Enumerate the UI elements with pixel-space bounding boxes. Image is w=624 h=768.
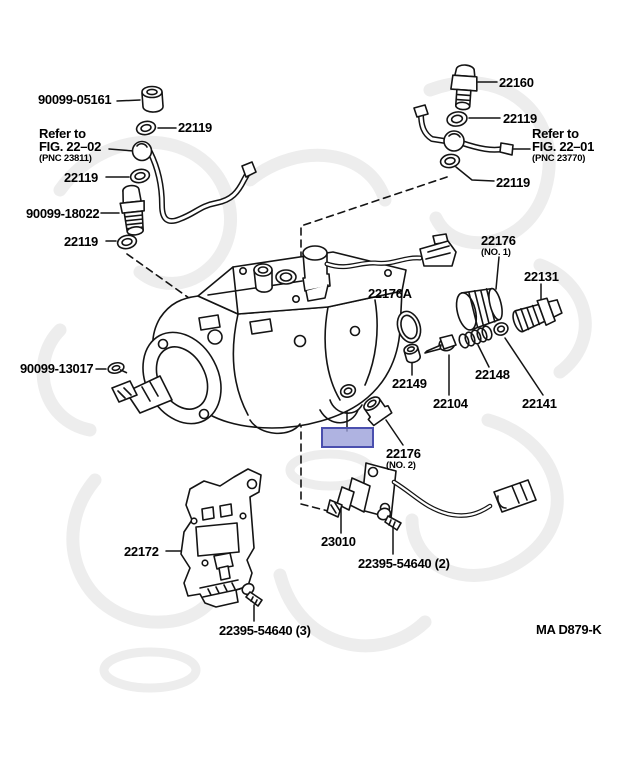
- reference-left-pnc: (PNC 23811): [39, 152, 92, 164]
- label-90099-18022[interactable]: 90099-18022: [26, 206, 100, 221]
- label-90099-05161[interactable]: 90099-05161: [38, 92, 112, 107]
- label-22395-54640-2[interactable]: 22395-54640 (2): [358, 556, 450, 571]
- label-22176-no2-sub: (NO. 2): [386, 460, 416, 472]
- label-22141[interactable]: 22141: [522, 396, 557, 411]
- bolt-22160-drawing: [450, 64, 478, 111]
- reference-left-line2: FIG. 22–02: [39, 139, 102, 155]
- part-22148-spring-drawing: [458, 325, 493, 349]
- label-22119-3[interactable]: 22119: [64, 234, 98, 249]
- washer-22119-5-drawing: [439, 153, 461, 169]
- label-22119-4[interactable]: 22119: [503, 111, 537, 126]
- bracket-22172-drawing: [180, 468, 262, 608]
- label-22176-no1[interactable]: 22176 (NO. 1): [481, 233, 516, 259]
- fuel-pipe-right-drawing: [413, 104, 514, 156]
- figure-code: MA D879-K: [536, 622, 602, 637]
- reference-right-line1: Refer to: [532, 126, 579, 141]
- label-22172[interactable]: 22172: [124, 544, 159, 559]
- label-22176-no2-number: 22176: [386, 446, 421, 461]
- label-22119-2[interactable]: 22119: [64, 170, 98, 185]
- label-22176a[interactable]: 22176A: [368, 286, 412, 301]
- key-90099-13017-drawing: [107, 361, 128, 375]
- background-watermark: [36, 76, 592, 693]
- reference-right-pnc: (PNC 23770): [532, 152, 586, 164]
- label-22119-1[interactable]: 22119: [178, 120, 212, 135]
- injection-pump-drawing: [111, 233, 457, 435]
- bolt-90099-18022-drawing: [119, 184, 145, 236]
- part-22131-drawing: [512, 297, 563, 333]
- part-23010-solenoid-drawing: [326, 462, 537, 519]
- reference-fig-22-02[interactable]: Refer to FIG. 22–02 (PNC 23811): [39, 127, 101, 164]
- washer-22119-1-drawing: [135, 120, 157, 136]
- reference-right-line2: FIG. 22–01: [532, 139, 595, 155]
- plug-90099-05161-drawing: [141, 85, 164, 113]
- reference-fig-22-01[interactable]: Refer to FIG. 22–01 (PNC 23770): [532, 127, 594, 164]
- bolt-22395-3-drawing: [241, 582, 263, 607]
- part-22176-no2-drawing: [363, 396, 393, 427]
- label-22395-54640-3[interactable]: 22395-54640 (3): [219, 623, 311, 638]
- part-22104-drawing: [424, 334, 457, 354]
- reference-left-line1: Refer to: [39, 126, 86, 141]
- oring-highlight-drawing: [339, 384, 357, 398]
- label-22119-5[interactable]: 22119: [496, 175, 530, 190]
- bolt-22395-2-drawing: [376, 507, 402, 531]
- label-22149[interactable]: 22149: [392, 376, 427, 391]
- part-22176a-oring-drawing: [396, 310, 422, 344]
- label-22176-no1-sub: (NO. 1): [481, 247, 511, 259]
- label-22160[interactable]: 22160: [499, 75, 534, 90]
- washer-22119-4-drawing: [446, 111, 468, 127]
- fuel-pipe-left-drawing: [131, 140, 257, 225]
- label-22176-no2[interactable]: 22176 (NO. 2): [386, 446, 421, 472]
- highlight-box: [321, 427, 374, 448]
- part-22149-drawing: [403, 343, 421, 364]
- washer-22119-2-drawing: [129, 168, 151, 184]
- label-23010[interactable]: 23010: [321, 534, 356, 549]
- part-22141-drawing: [493, 322, 509, 336]
- label-90099-13017[interactable]: 90099-13017: [20, 361, 94, 376]
- label-22148[interactable]: 22148: [475, 367, 510, 382]
- label-22176-no1-number: 22176: [481, 233, 516, 248]
- label-22104[interactable]: 22104: [433, 396, 468, 411]
- part-22176-no1-drawing: [455, 287, 503, 331]
- label-22131[interactable]: 22131: [524, 269, 559, 284]
- washer-22119-3-drawing: [116, 234, 138, 250]
